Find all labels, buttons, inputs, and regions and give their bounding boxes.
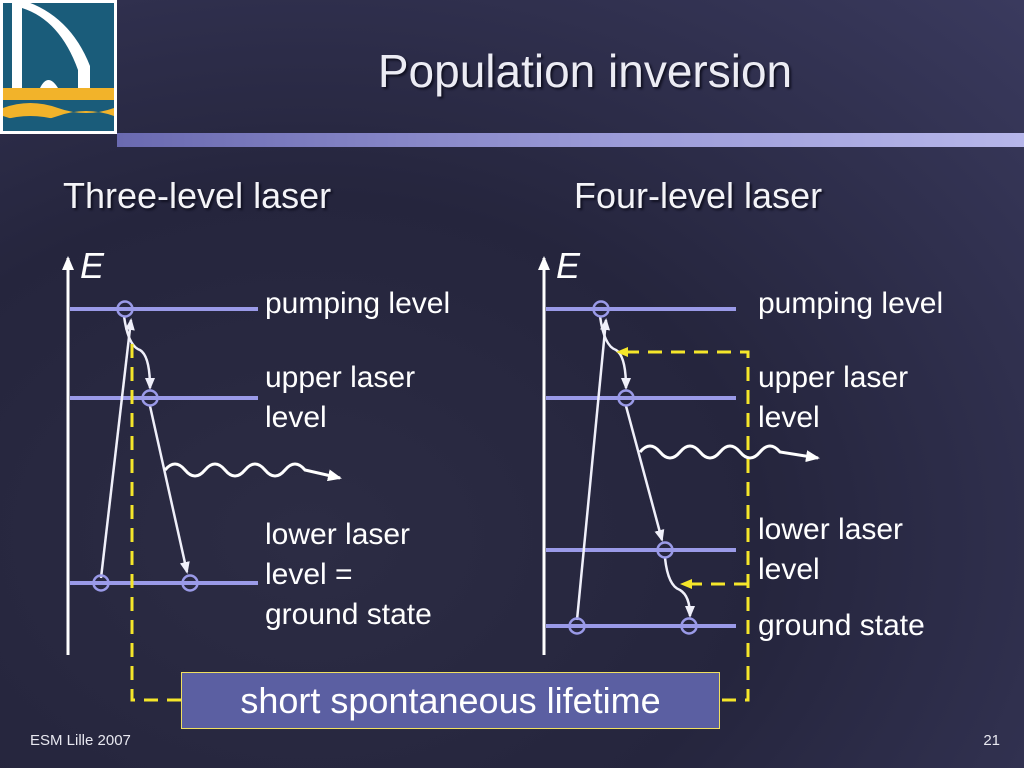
electron-ground-a-4 (568, 617, 586, 635)
pump-arrow-4 (575, 318, 611, 621)
electron-upper-3 (141, 389, 159, 407)
footer-source: ESM Lille 2007 (30, 732, 131, 749)
electron-ground-a-3 (92, 574, 110, 592)
laser-transition-arrow-4 (624, 405, 665, 542)
laser-transition-arrow-3 (148, 405, 190, 574)
three-level-diagram: E (62, 245, 342, 655)
lifetime-callout: short spontaneous lifetime (181, 672, 720, 729)
four-pumping-level-label: pumping level (758, 287, 944, 320)
relaxation-arrow-lower-4 (663, 557, 695, 618)
relaxation-arrow-3 (122, 315, 155, 390)
energy-axis-label-3: E (80, 245, 105, 286)
four-ground-state-label: ground state (758, 609, 925, 642)
school-logo (0, 0, 117, 134)
slide-title: Population inversion (377, 45, 793, 97)
photon-wave-4 (638, 444, 820, 463)
electron-pumping-3 (116, 300, 134, 318)
lifetime-connectors (130, 340, 750, 702)
three-level-heading: Three-level laser (63, 175, 332, 216)
connector-four-level-upper (616, 347, 750, 702)
photon-wave-3 (163, 462, 342, 482)
four-level-heading: Four-level laser (574, 175, 823, 216)
four-upper-level-label: upper laser level (758, 361, 909, 434)
three-lower-level-label: lower laser level = ground state (265, 518, 432, 631)
four-lower-level-label: lower laser level (758, 513, 904, 586)
three-upper-level-label: upper laser level (265, 361, 416, 434)
electron-upper-4 (617, 389, 635, 407)
electron-lower-4 (656, 541, 674, 559)
page-number: 21 (983, 732, 1000, 749)
energy-axis-label-4: E (556, 245, 581, 286)
electron-ground-b-4 (680, 617, 698, 635)
three-pumping-level-label: pumping level (265, 287, 451, 320)
electron-pumping-4 (592, 300, 610, 318)
electron-ground-b-3 (181, 574, 199, 592)
title-divider-bar (117, 133, 1024, 147)
pump-arrow-3 (99, 318, 135, 579)
connector-three-level (130, 340, 181, 702)
